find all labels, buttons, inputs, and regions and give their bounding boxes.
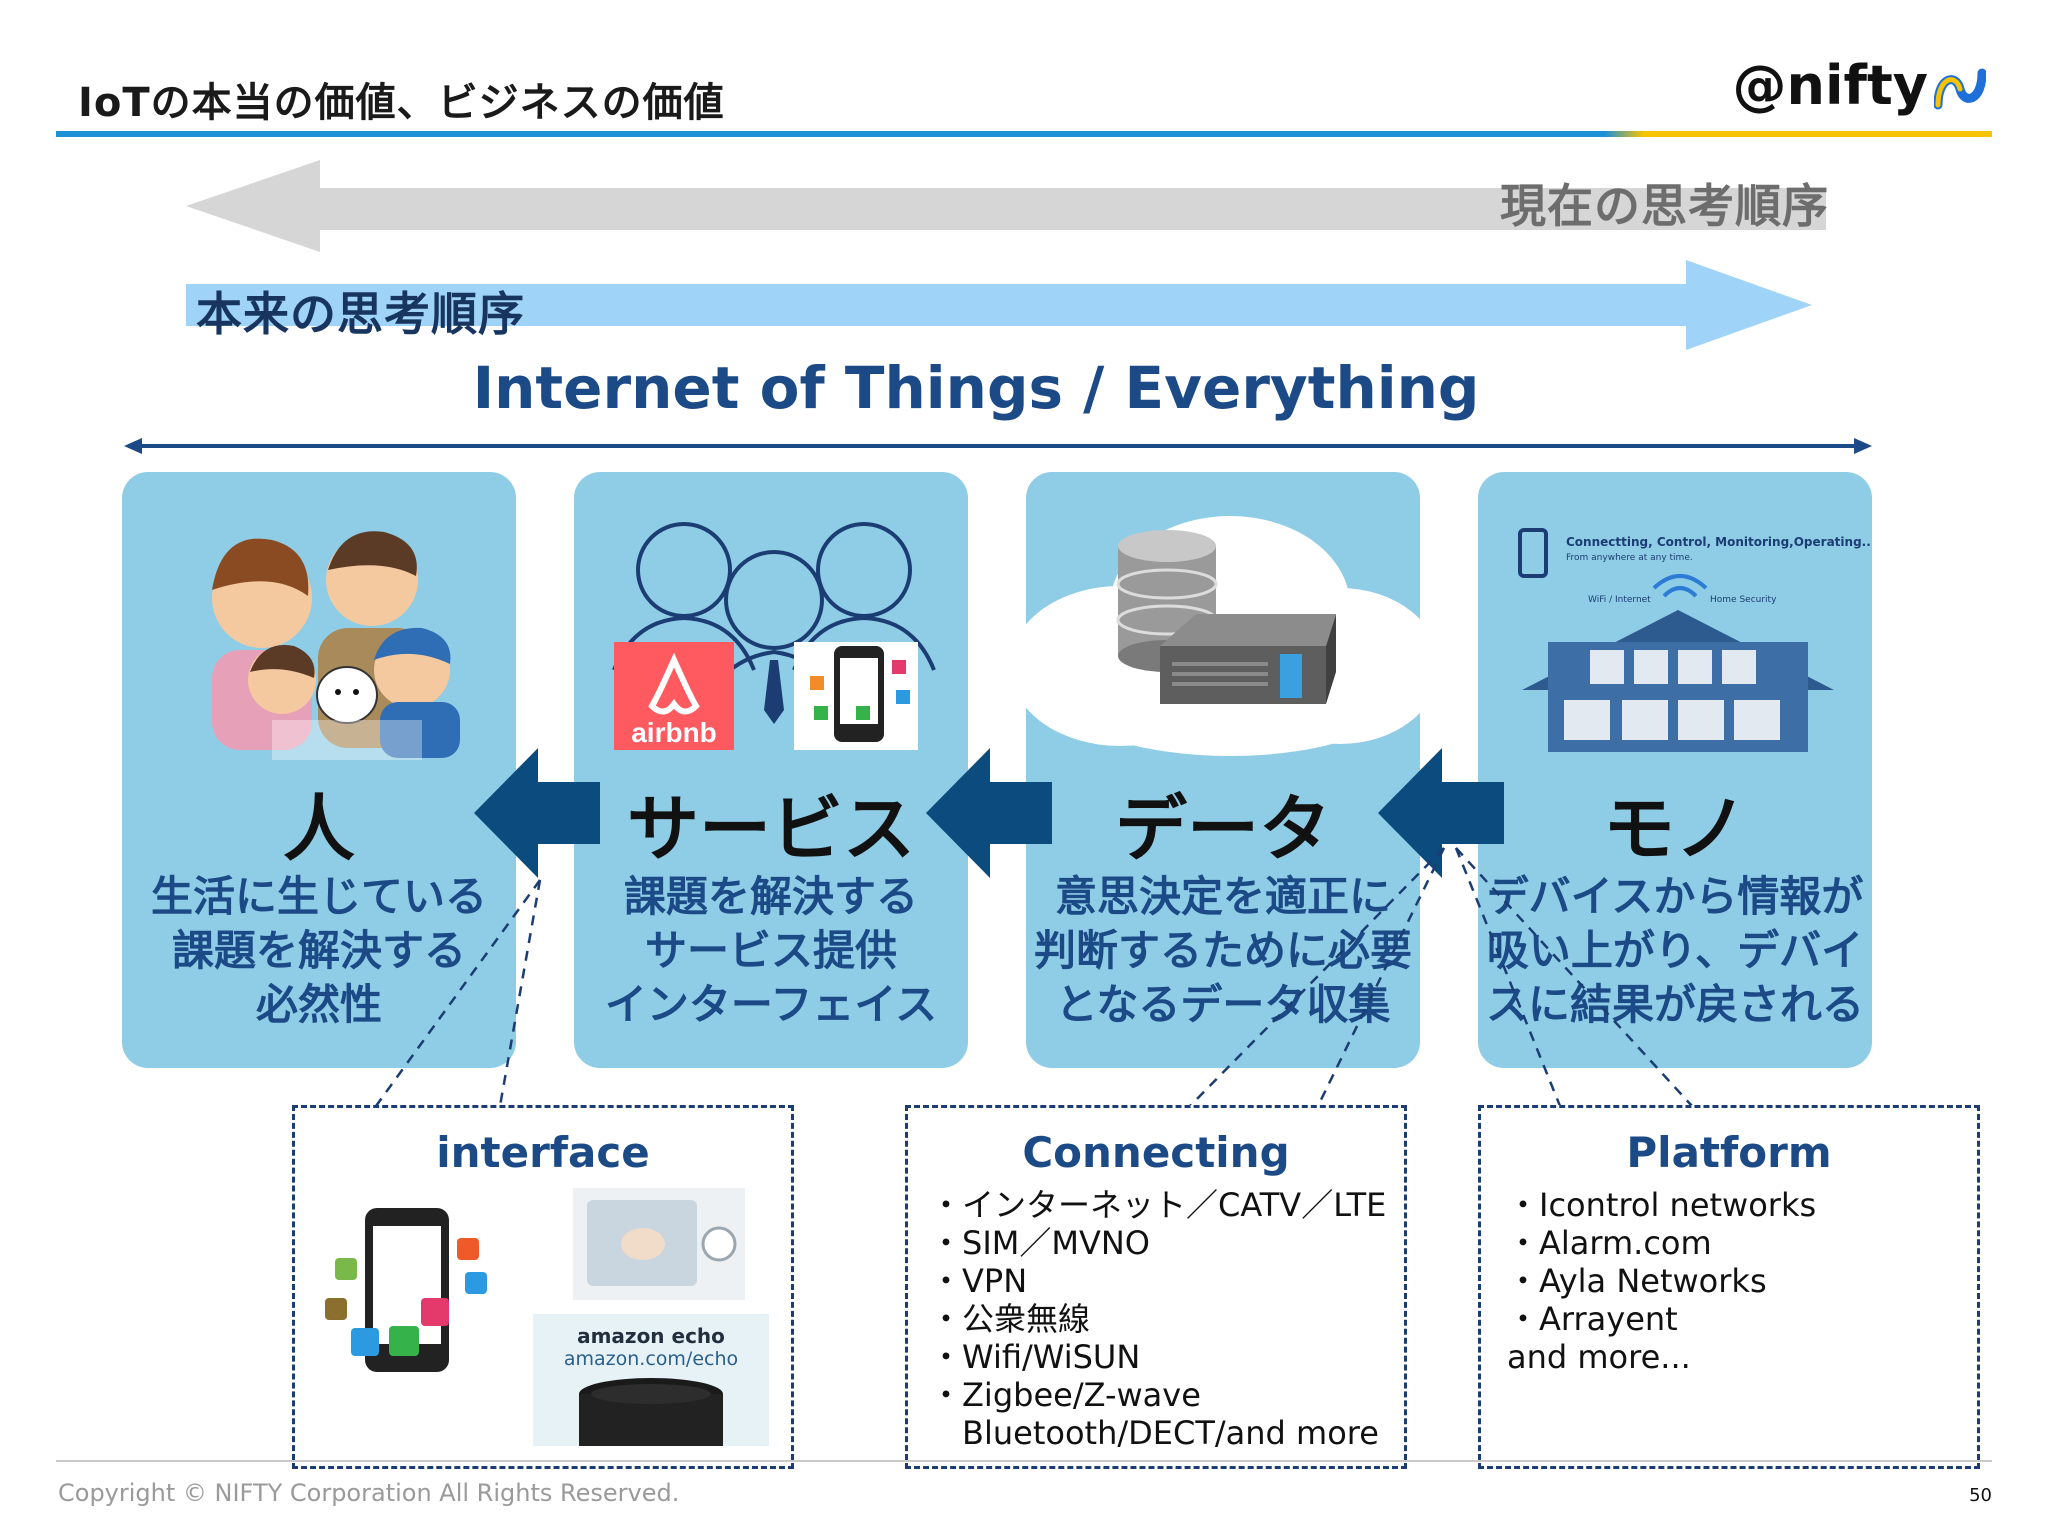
svg-text:WiFi / Internet: WiFi / Internet [1588,595,1651,605]
heading-service: サービス [626,787,915,871]
airbnb-label: airbnb [631,717,717,748]
heading-things: モノ [1602,787,1747,871]
list-item: ・公衆無線 [930,1300,1091,1338]
copyright: Copyright © NIFTY Corporation All Rights… [58,1479,680,1507]
list-item: ・Wifi/WiSUN [930,1338,1141,1376]
family-icon [212,531,460,760]
list-item: ・SIM／MVNO [930,1224,1150,1262]
platform-title: Platform [1626,1128,1832,1177]
list-item: ・Ayla Networks [1507,1262,1767,1300]
desc-line: 判断するために必要 [1033,926,1412,975]
list-item: ・Icontrol networks [1507,1186,1817,1224]
desc-line: 吸い上がり、デバイ [1486,926,1864,975]
interface-box: interface amazon echo amazon.com/echo [292,1105,794,1469]
desc-line: 課題を解決する [623,872,918,921]
list-item: and more... [1507,1338,1691,1376]
echo-url: amazon.com/echo [563,1348,739,1370]
wifi-icon [1652,574,1708,598]
list-item: ・インターネット／CATV／LTE [930,1186,1387,1224]
nifty-logo: @nifty [1733,54,1986,117]
desc-line: となるデータ収集 [1055,980,1391,1029]
heading-people: 人 [282,787,355,871]
logo-text: @nifty [1732,54,1928,117]
left-arrow-1-icon [474,748,600,878]
connecting-list: ・インターネット／CATV／LTE ・SIM／MVNO ・VPN ・公衆無線 ・… [930,1186,1386,1452]
connecting-title: Connecting [1022,1128,1290,1177]
amazon-echo-panel: amazon echo amazon.com/echo [533,1314,769,1446]
footer-rule [56,1460,1992,1462]
smartphone-apps-icon [325,1208,487,1372]
desc-line: 必然性 [255,980,382,1029]
column-people [122,472,516,1068]
echo-brand: amazon echo [577,1324,725,1348]
column-things [1478,472,1872,1068]
platform-list: ・Icontrol networks ・Alarm.com ・Ayla Netw… [1507,1186,1816,1376]
nifty-logo-mark-icon [1934,68,1986,110]
svg-text:Home Security: Home Security [1710,595,1777,605]
original-order-label: 本来の思考順序 [196,287,525,341]
desc-things: デバイスから情報が 吸い上がり、デバイ スに結果が戻される [1478,870,1872,1032]
svg-text:Connectting, Control, Monitori: Connectting, Control, Monitoring,Operati… [1566,535,1872,549]
desc-line: スに結果が戻される [1485,980,1864,1029]
list-item: Bluetooth/DECT/and more [930,1414,1379,1452]
service-people-icon: airbnb [612,522,936,750]
left-arrow-3-icon [1378,748,1504,878]
header-rule [56,131,1992,137]
desc-line: 課題を解決する [171,926,466,975]
iot-title: Internet of Things / Everything [472,354,1480,422]
thinking-order-arrows [186,160,1826,350]
baby-monitor-icon [573,1188,745,1300]
smartphone-icon [1518,528,1548,578]
list-item: ・VPN [930,1262,1028,1300]
desc-line: 生活に生じている [150,872,487,921]
current-order-label: 現在の思考順序 [1500,179,1829,233]
desc-service: 課題を解決する サービス提供 インターフェイス [574,870,968,1032]
desc-data: 意思決定を適正に 判断するために必要 となるデータ収集 [1026,870,1420,1032]
desc-people: 生活に生じている 課題を解決する 必然性 [122,870,516,1032]
list-item: ・Arrayent [1507,1300,1678,1338]
left-arrow-2-icon [926,748,1052,878]
server-icon [1160,614,1336,704]
list-item: ・Zigbee/Z-wave [930,1376,1201,1414]
desc-line: 意思決定を適正に [1054,872,1391,921]
iot-double-arrow [124,438,1872,454]
cloud-database-icon [1010,516,1440,756]
connecting-box: Connecting ・インターネット／CATV／LTE ・SIM／MVNO ・… [905,1105,1407,1469]
smart-home-icon: Connectting, Control, Monitoring,Operati… [1518,528,1872,752]
platform-box: Platform ・Icontrol networks ・Alarm.com ・… [1478,1105,1980,1469]
echo-speaker-icon [579,1378,723,1446]
desc-line: インターフェイス [604,980,938,1029]
page-number: 50 [1969,1485,1992,1506]
slide-title: IoTの本当の価値、ビジネスの価値 [78,80,725,126]
heading-data: データ [1114,787,1331,871]
interface-title: interface [436,1128,650,1177]
desc-line: デバイスから情報が [1486,872,1864,921]
list-item: ・Alarm.com [1507,1224,1712,1262]
svg-text:From anywhere at any time.: From anywhere at any time. [1566,553,1693,563]
original-order-arrow [186,260,1812,350]
current-order-arrow [186,160,1826,252]
desc-line: サービス提供 [644,926,897,975]
